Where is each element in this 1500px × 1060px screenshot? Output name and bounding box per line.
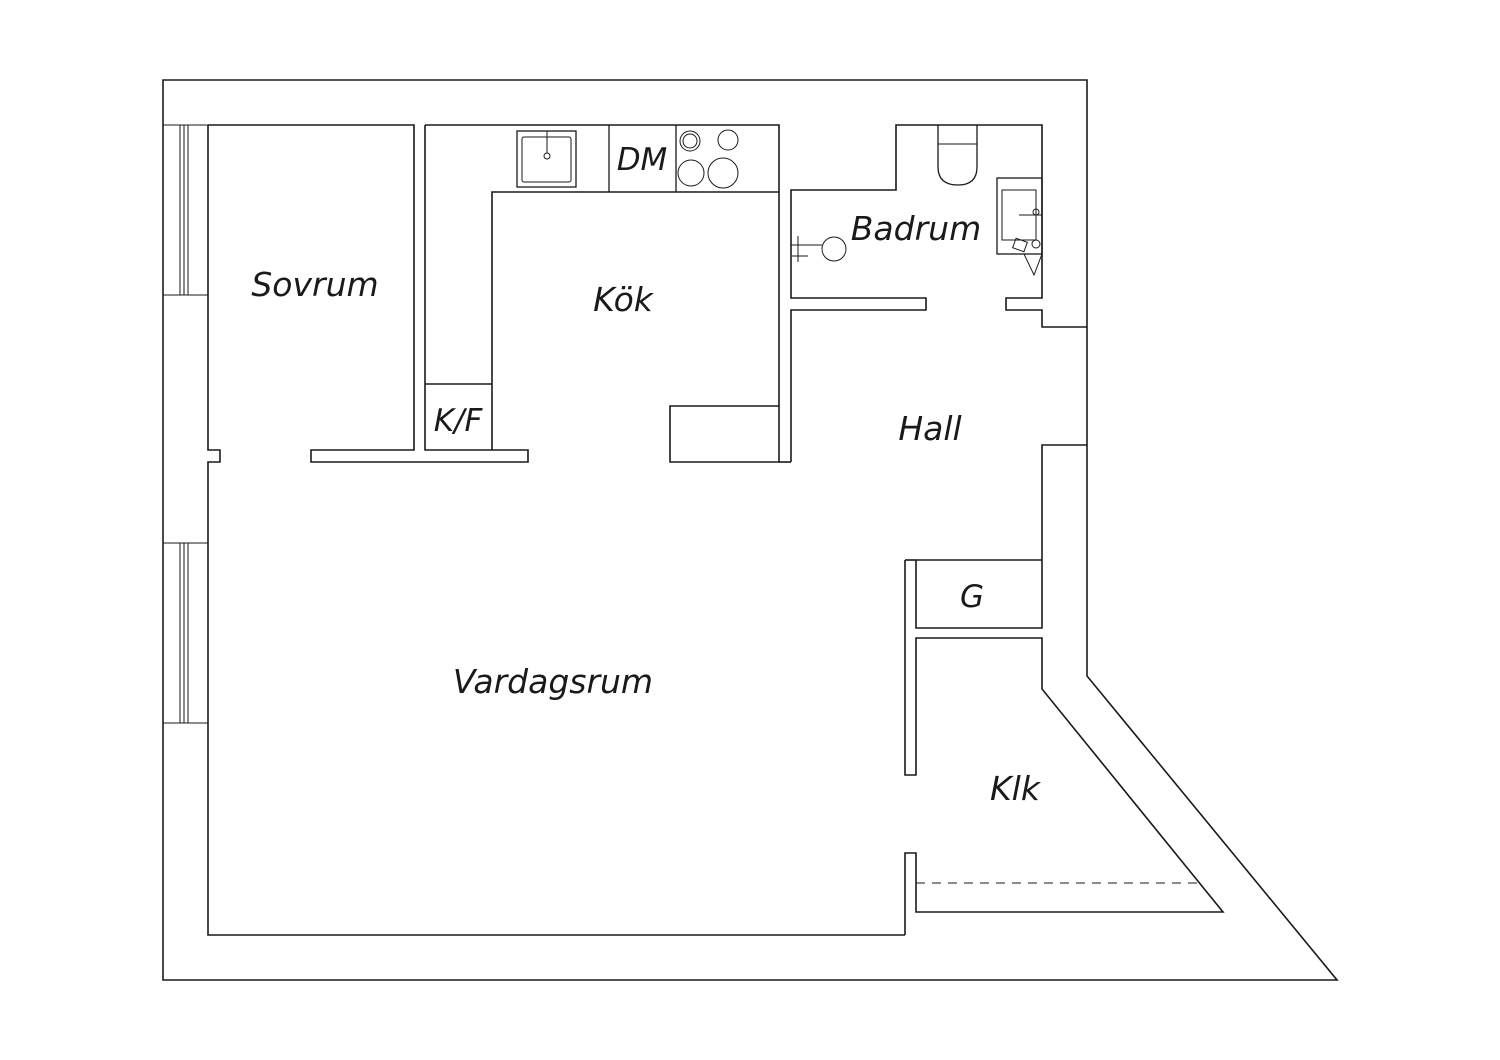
room-label-badrum: Badrum	[851, 209, 981, 248]
window-icon	[163, 124, 208, 296]
inner-wall	[207, 125, 905, 936]
kok-counter-inner	[491, 191, 779, 450]
stove-icon	[677, 129, 739, 189]
outer-wall	[162, 79, 1339, 981]
shower-icon	[791, 236, 847, 262]
badrum-wall	[790, 124, 1087, 462]
room-label-hall: Hall	[898, 409, 961, 448]
room-label-vardagsrum: Vardagsrum	[453, 662, 653, 701]
room-label-dm: DM	[617, 142, 668, 178]
toilet-icon	[937, 125, 978, 186]
hall-wall	[915, 444, 1087, 629]
window-icon	[163, 542, 208, 724]
basin-icon	[996, 177, 1043, 277]
room-label-sovrum: Sovrum	[251, 265, 378, 304]
sink-icon	[516, 130, 577, 188]
room-label-kok: Kök	[593, 280, 655, 319]
sovrum-wall	[208, 124, 529, 463]
room-label-klk: Klk	[990, 769, 1042, 808]
g-closet	[904, 560, 1225, 935]
kok-counter	[425, 124, 780, 463]
room-label-kf: K/F	[434, 403, 484, 439]
room-label-g: G	[960, 579, 984, 615]
